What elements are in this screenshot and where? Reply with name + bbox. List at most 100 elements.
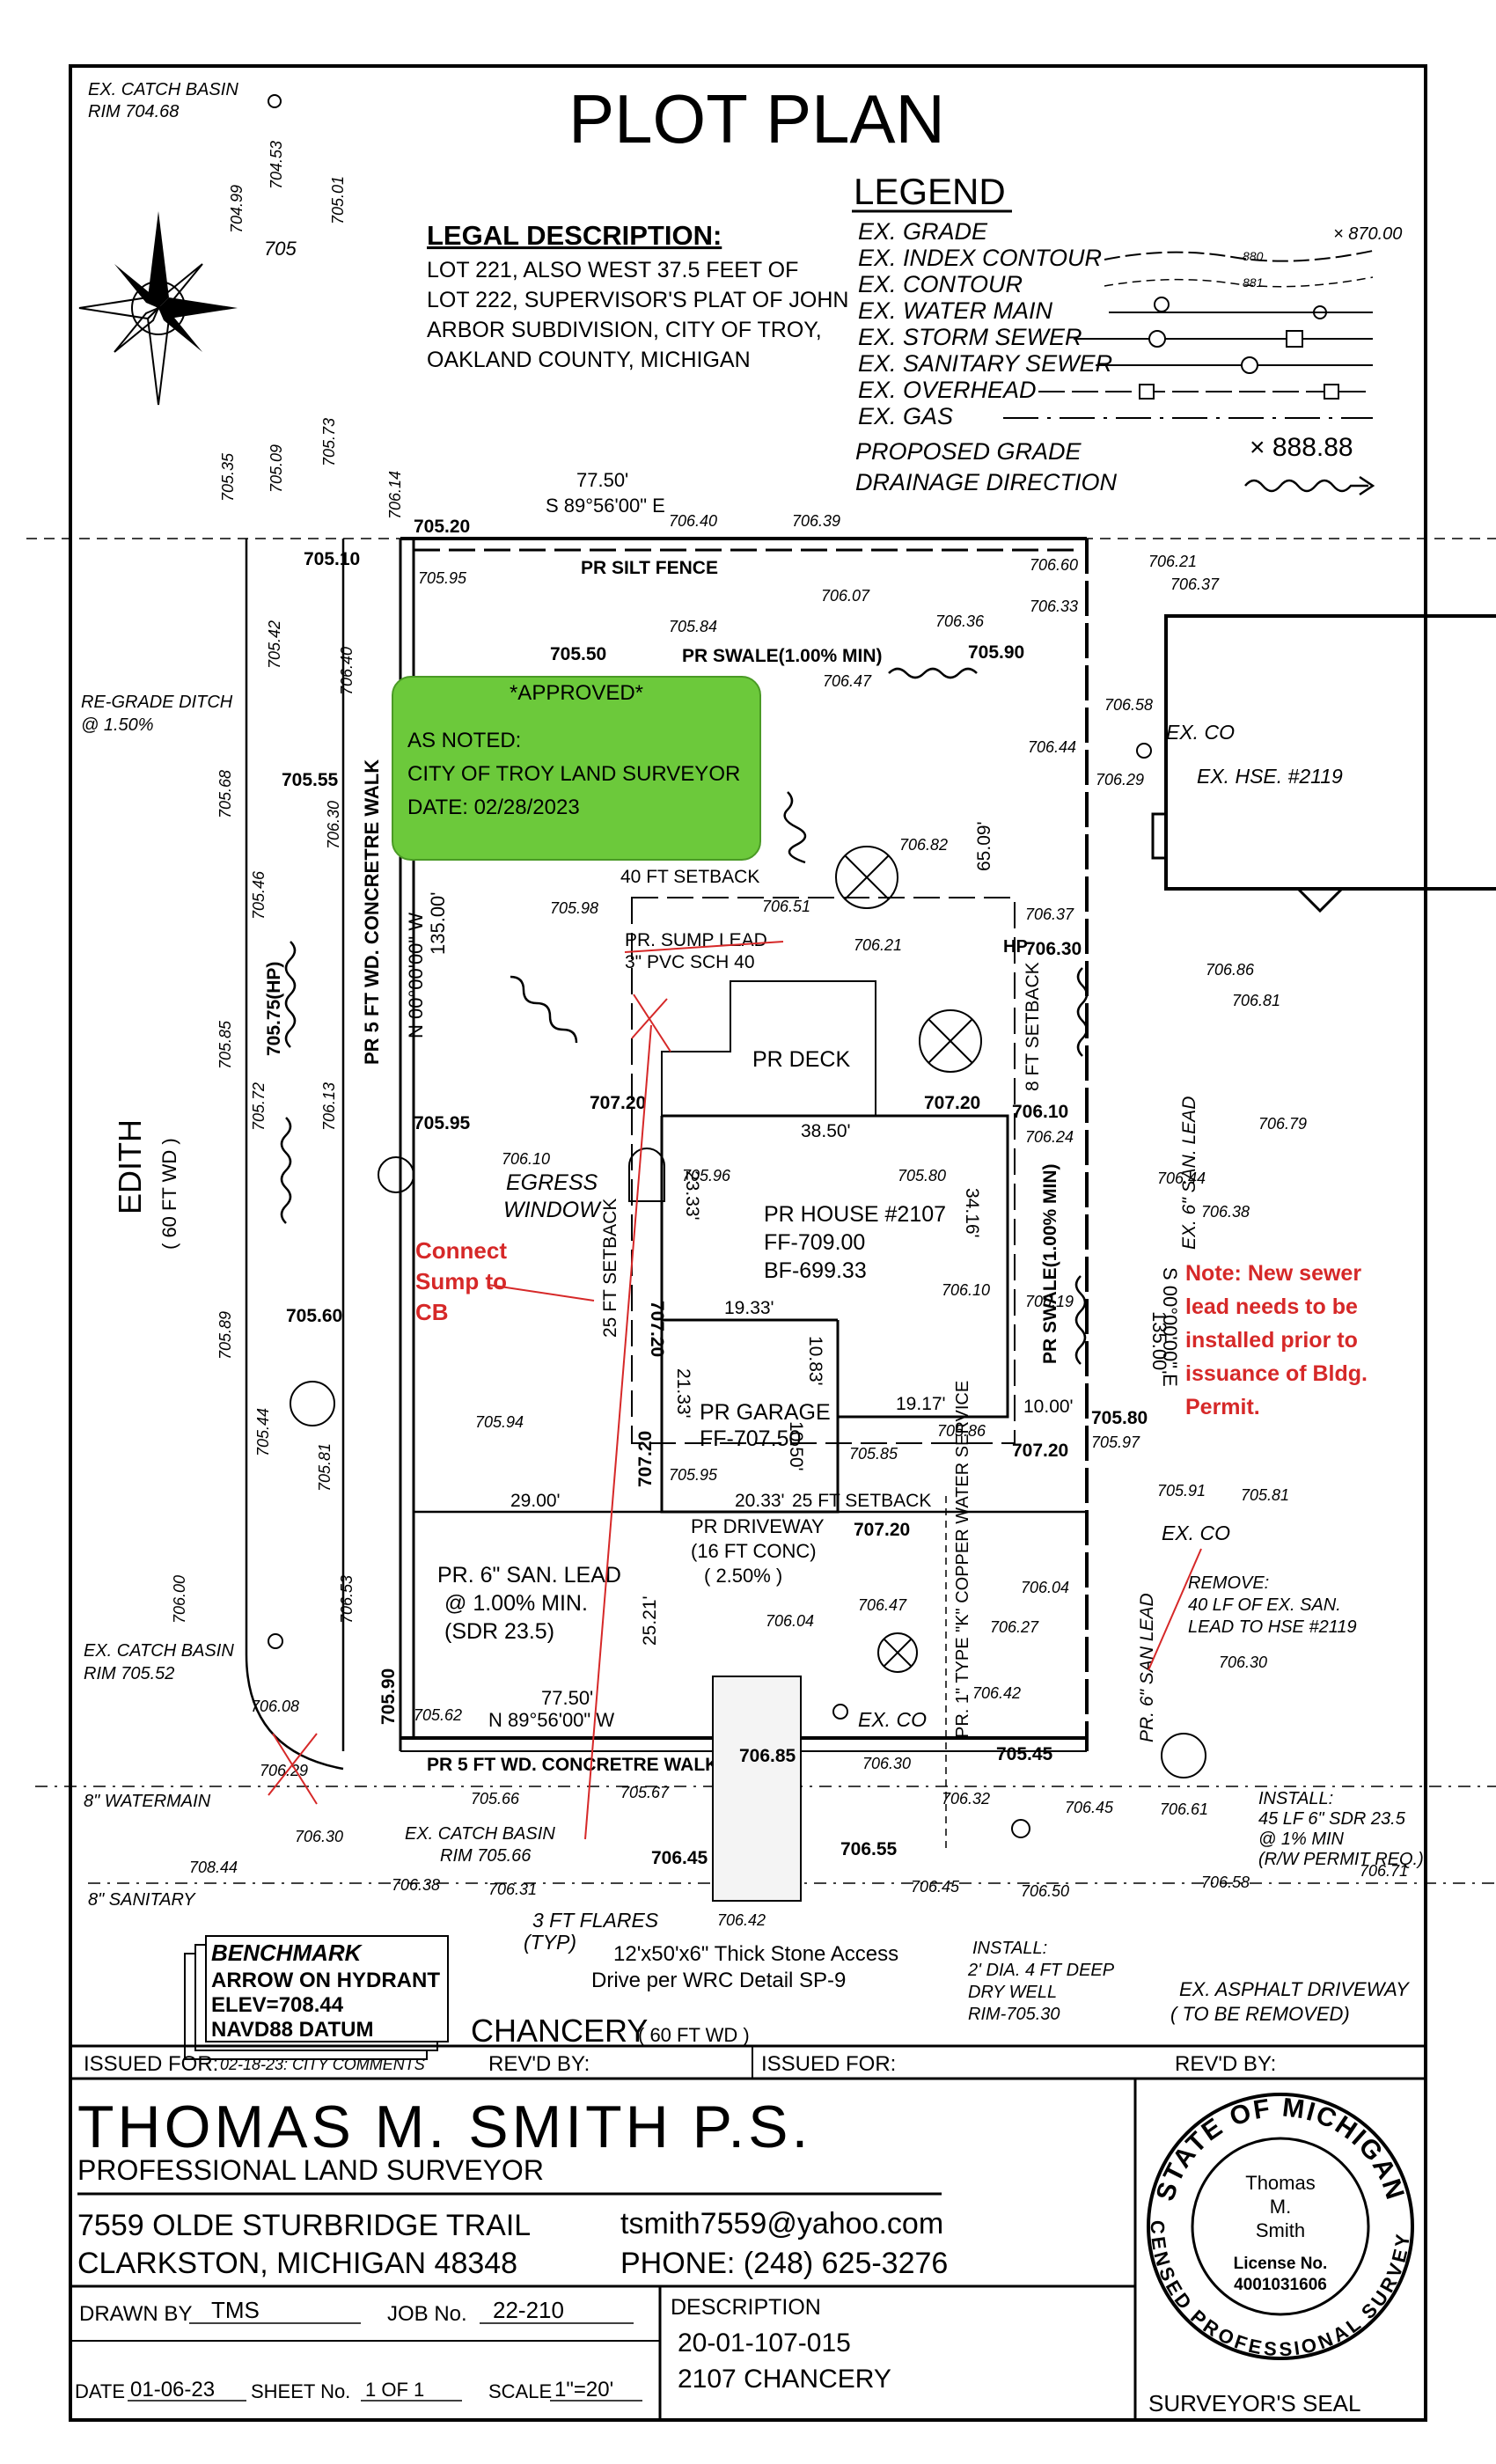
edith-width: ( 60 FT WD ) — [158, 1138, 180, 1250]
top-bearing: S 89°56'00" E — [546, 495, 665, 517]
sump-note-3: CB — [415, 1299, 449, 1325]
svg-text:1 OF 1: 1 OF 1 — [365, 2379, 424, 2401]
svg-text:21.33': 21.33' — [673, 1368, 693, 1419]
legal-heading: LEGAL DESCRIPTION: — [427, 220, 722, 251]
svg-text:706.45: 706.45 — [651, 1848, 708, 1868]
svg-text:706.47: 706.47 — [858, 1596, 907, 1614]
svg-text:10.83': 10.83' — [805, 1336, 825, 1386]
legend-list: EX. GRADE EX. INDEX CONTOUR EX. CONTOUR … — [858, 218, 1112, 429]
svg-text:706.33: 706.33 — [1030, 598, 1078, 615]
svg-text:705.91: 705.91 — [1157, 1482, 1206, 1500]
install-right-2: @ 1% MIN — [1258, 1830, 1345, 1849]
svg-text:706.37: 706.37 — [1170, 576, 1220, 593]
svg-text:706.13: 706.13 — [320, 1082, 338, 1131]
svg-text:706.19: 706.19 — [1025, 1293, 1074, 1310]
ex-co-label: EX. CO — [858, 1708, 927, 1731]
svg-text:7559 OLDE STURBRIDGE TRAIL: 7559 OLDE STURBRIDGE TRAIL — [77, 2209, 531, 2242]
svg-text:706.85: 706.85 — [739, 1746, 796, 1766]
pole-icon-2 — [1324, 384, 1339, 400]
catch-basin-bottom: EX. CATCH BASIN — [405, 1824, 555, 1844]
deck-label: PR DECK — [752, 1047, 850, 1072]
svg-text:705.60: 705.60 — [286, 1306, 342, 1326]
svg-text:706.27: 706.27 — [990, 1618, 1039, 1636]
sewer-note-4: issuance of Bldg. — [1185, 1361, 1368, 1386]
svg-text:704.99: 704.99 — [228, 185, 246, 233]
svg-text:880: 880 — [1243, 249, 1264, 263]
install-right-label: INSTALL: — [1258, 1789, 1333, 1808]
svg-text:705.42: 705.42 — [266, 620, 283, 669]
svg-text:JOB No.: JOB No. — [387, 2302, 467, 2326]
svg-text:CLARKSTON, MICHIGAN 48348: CLARKSTON, MICHIGAN 48348 — [77, 2247, 517, 2280]
sheet-border — [69, 64, 1427, 2422]
svg-text:706.21: 706.21 — [1148, 553, 1197, 570]
stone-drive — [712, 1676, 802, 1902]
house-ff: FF-709.00 — [764, 1230, 865, 1255]
svg-text:22-210: 22-210 — [493, 2297, 564, 2323]
svg-text:705.95: 705.95 — [669, 1466, 718, 1484]
svg-text:706.45: 706.45 — [1065, 1799, 1114, 1816]
svg-text:706.30: 706.30 — [862, 1755, 911, 1772]
copper-service-label: PR. 1" TYPE "K" COPPER WATER SERVICE — [953, 1381, 972, 1738]
plot-plan-title: PLOT PLAN — [568, 80, 945, 158]
egress-label: EGRESS — [506, 1170, 598, 1195]
sewer-note-5: Permit. — [1185, 1395, 1260, 1419]
svg-text:ISSUED FOR:: ISSUED FOR: — [761, 2052, 896, 2076]
red-markup — [268, 994, 1202, 1840]
svg-text:705.62: 705.62 — [414, 1706, 462, 1724]
svg-text:SURVEYOR'S SEAL: SURVEYOR'S SEAL — [1148, 2390, 1360, 2416]
svg-text:704.53: 704.53 — [268, 141, 285, 189]
svg-text:707.20: 707.20 — [854, 1520, 910, 1540]
svg-text:EX. OVERHEAD: EX. OVERHEAD — [858, 377, 1037, 403]
ex-hse-label: EX. HSE. #2119 — [1197, 765, 1343, 788]
setback-25-bottom: 25 FT SETBACK — [792, 1491, 931, 1511]
regrade-label: RE-GRADE DITCH — [81, 693, 233, 712]
walk-vertical-label: PR 5 FT WD. CONCRETRE WALK — [361, 759, 383, 1065]
svg-text:706.10: 706.10 — [1012, 1102, 1068, 1122]
svg-text:706.44: 706.44 — [1028, 738, 1076, 756]
svg-text:License No.: License No. — [1234, 2255, 1328, 2273]
install-well-label: INSTALL: — [972, 1939, 1047, 1958]
svg-text:705.95: 705.95 — [414, 1113, 471, 1133]
grade-elevations: 705.20 705.10 705.95 705.84 706.07 706.3… — [171, 512, 1408, 1929]
svg-text:706.21: 706.21 — [854, 936, 902, 954]
legend-drainage: DRAINAGE DIRECTION — [855, 469, 1118, 495]
svg-text:25.21': 25.21' — [640, 1595, 660, 1646]
edith-street: EDITH — [112, 1119, 148, 1214]
catch-basin-left-rim: RIM 705.52 — [84, 1664, 174, 1683]
svg-text:SHEET No.: SHEET No. — [251, 2380, 350, 2402]
sump-lead-pipe: 3" PVC SCH 40 — [625, 952, 755, 972]
svg-text:706.38: 706.38 — [1201, 1203, 1250, 1221]
flares-label: 3 FT FLARES — [532, 1909, 659, 1932]
svg-text:PHONE: (248) 625-3276: PHONE: (248) 625-3276 — [620, 2247, 948, 2280]
svg-text:705.45: 705.45 — [996, 1744, 1053, 1764]
svg-text:706.39: 706.39 — [792, 512, 840, 530]
svg-text:706.42: 706.42 — [972, 1684, 1021, 1702]
svg-text:705.09: 705.09 — [268, 444, 285, 493]
svg-text:Smith: Smith — [1256, 2219, 1305, 2241]
svg-text:34.16': 34.16' — [962, 1188, 982, 1238]
svg-text:706.45: 706.45 — [911, 1878, 960, 1896]
svg-text:706.51: 706.51 — [762, 898, 810, 915]
svg-text:706.82: 706.82 — [899, 836, 948, 854]
svg-text:BENCHMARK: BENCHMARK — [211, 1940, 363, 1966]
svg-text:705.84: 705.84 — [669, 618, 717, 635]
svg-text:706.31: 706.31 — [488, 1881, 537, 1898]
svg-text:29.00': 29.00' — [510, 1491, 561, 1511]
svg-text:EX. GAS: EX. GAS — [858, 403, 953, 429]
svg-text:706.14: 706.14 — [386, 471, 404, 519]
west-bearing: N 00°00'00" W — [405, 913, 427, 1038]
water-valve-icon — [1313, 305, 1327, 319]
chancery-width: ( 60 FT WD ) — [638, 2024, 750, 2046]
svg-text:ISSUED FOR:: ISSUED FOR: — [84, 2052, 218, 2076]
setback-25-left: 25 FT SETBACK — [600, 1199, 620, 1338]
svg-text:PROFESSIONAL LAND SURVEYOR: PROFESSIONAL LAND SURVEYOR — [77, 2154, 544, 2186]
driveway-width: (16 FT CONC) — [691, 1540, 817, 1562]
east-bearing: S 00°00'00" E — [1159, 1267, 1181, 1387]
catch-basin-left: EX. CATCH BASIN — [84, 1641, 234, 1661]
hp-label: HP — [1003, 937, 1028, 957]
svg-text:706.40: 706.40 — [669, 512, 717, 530]
svg-text:SCALE: SCALE — [488, 2380, 552, 2402]
silt-fence-label: PR SILT FENCE — [581, 558, 718, 578]
svg-text:705.75(HP): 705.75(HP) — [264, 962, 284, 1056]
